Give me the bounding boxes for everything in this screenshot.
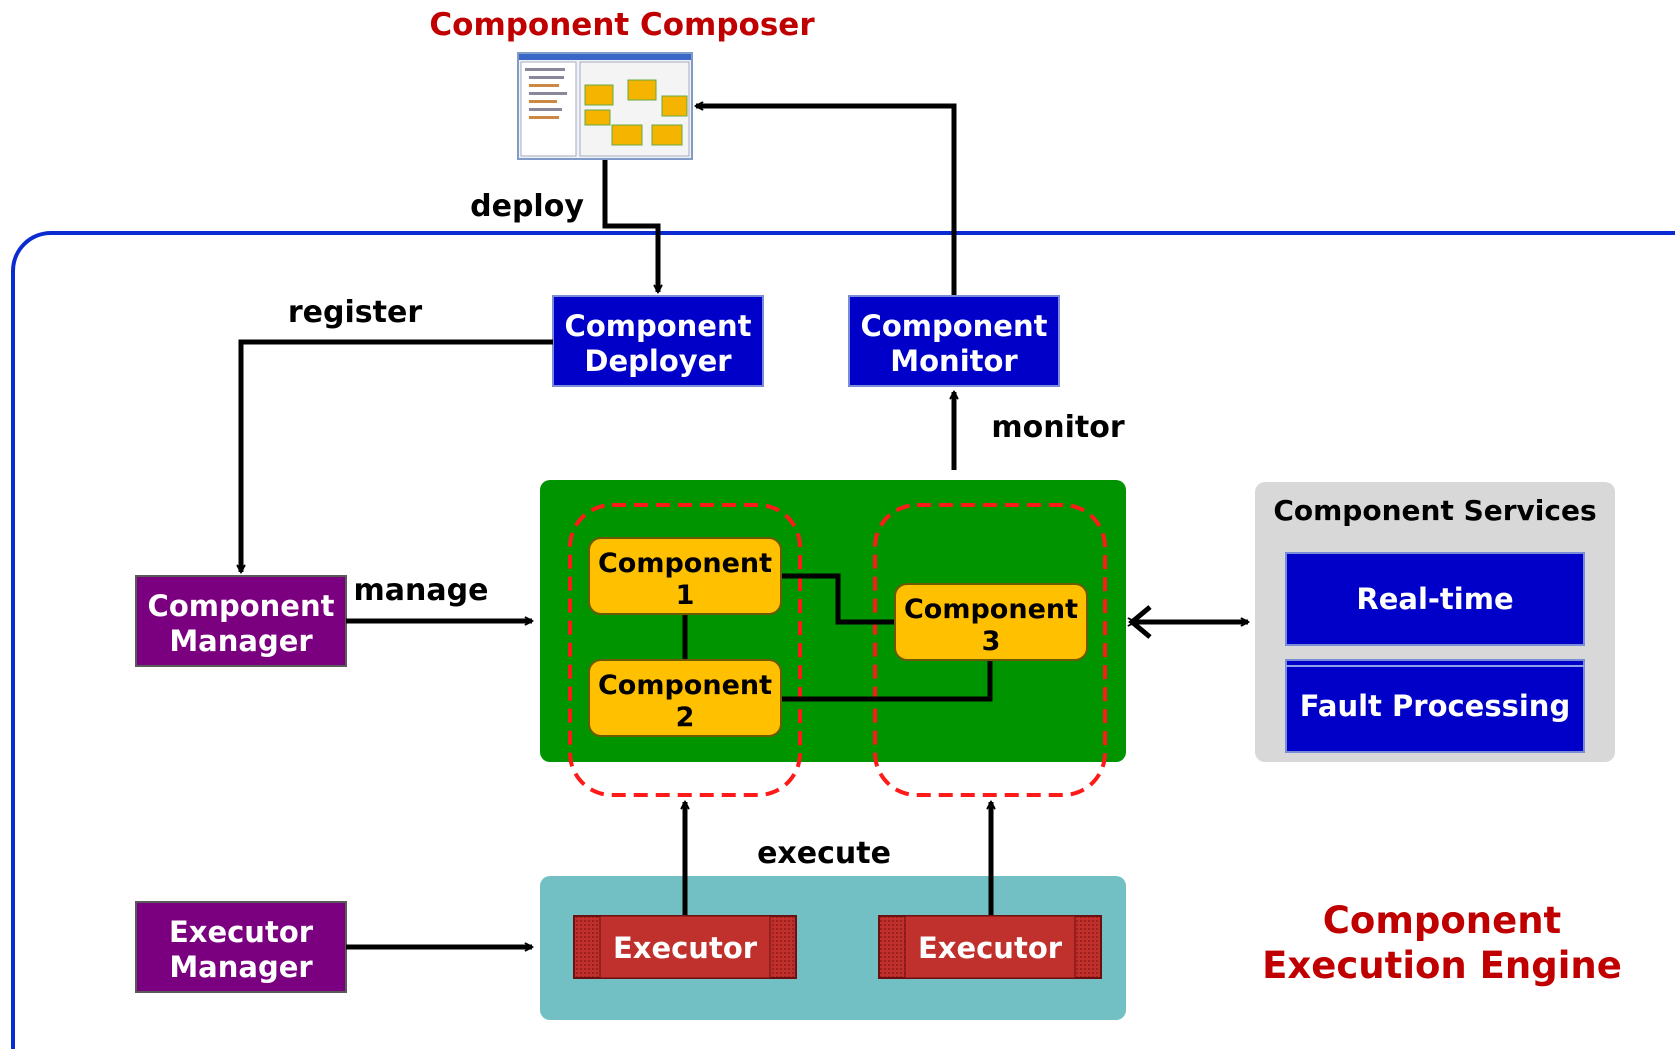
deploy-label: deploy <box>470 189 584 224</box>
component-link-2-3 <box>780 660 993 702</box>
monitor-label: monitor <box>991 410 1124 445</box>
component-manager-line1: Component <box>148 589 335 623</box>
component-deployer-line1: Component <box>565 309 752 343</box>
component-2-line1: Component <box>598 670 772 701</box>
service-fault-processing-label: Fault Processing <box>1300 689 1570 723</box>
executor-1: Executor <box>573 915 797 979</box>
component-3: Component 3 <box>894 583 1088 661</box>
executor-2: Executor <box>878 915 1102 979</box>
executor-group-1 <box>568 503 802 797</box>
component-composer-screenshot <box>517 52 693 160</box>
executor-1-label: Executor <box>613 931 758 965</box>
component-3-line1: Component <box>904 594 1078 625</box>
service-fault-processing <box>1285 659 1585 753</box>
component-2: Component 2 <box>588 659 782 737</box>
executor-group-2 <box>873 503 1107 797</box>
executor-manager-line1: Executor <box>169 915 314 949</box>
component-1-line2: 1 <box>676 580 695 611</box>
service-realtime-label: Real-time <box>1356 582 1513 616</box>
deploy-arrow <box>602 160 658 292</box>
service-realtime <box>1285 552 1585 646</box>
engine-title-line2: Execution Engine <box>1262 944 1622 987</box>
composer-title: Component Composer <box>429 7 815 43</box>
component-monitor-line1: Component <box>861 309 1048 343</box>
executor-manager: Executor Manager <box>135 901 347 993</box>
engine-title-line1: Component <box>1323 899 1562 942</box>
component-deployer: Component Deployer <box>552 295 764 387</box>
register-label: register <box>288 295 422 330</box>
component-manager: Component Manager <box>135 575 347 667</box>
executor-2-label: Executor <box>918 931 1063 965</box>
component-1-line1: Component <box>598 548 772 579</box>
component-manager-line2: Manager <box>169 624 313 658</box>
component-link-1-3 <box>780 573 895 625</box>
component-3-line2: 3 <box>982 626 1001 657</box>
component-services-title: Component Services <box>1273 494 1596 527</box>
component-1: Component 1 <box>588 537 782 615</box>
register-arrow <box>241 339 553 572</box>
executor-manager-line2: Manager <box>169 950 313 984</box>
component-services: Component Services Real-time Fault Proce… <box>1255 482 1615 762</box>
execute-label: execute <box>757 836 891 871</box>
monitor-to-composer-arrow <box>696 106 957 296</box>
component-2-line2: 2 <box>676 702 695 733</box>
manage-label: manage <box>354 573 489 608</box>
execution-engine-border <box>11 231 1675 1049</box>
component-deployer-line2: Deployer <box>584 344 732 378</box>
component-monitor: Component Monitor <box>848 295 1060 387</box>
component-monitor-line2: Monitor <box>890 344 1018 378</box>
